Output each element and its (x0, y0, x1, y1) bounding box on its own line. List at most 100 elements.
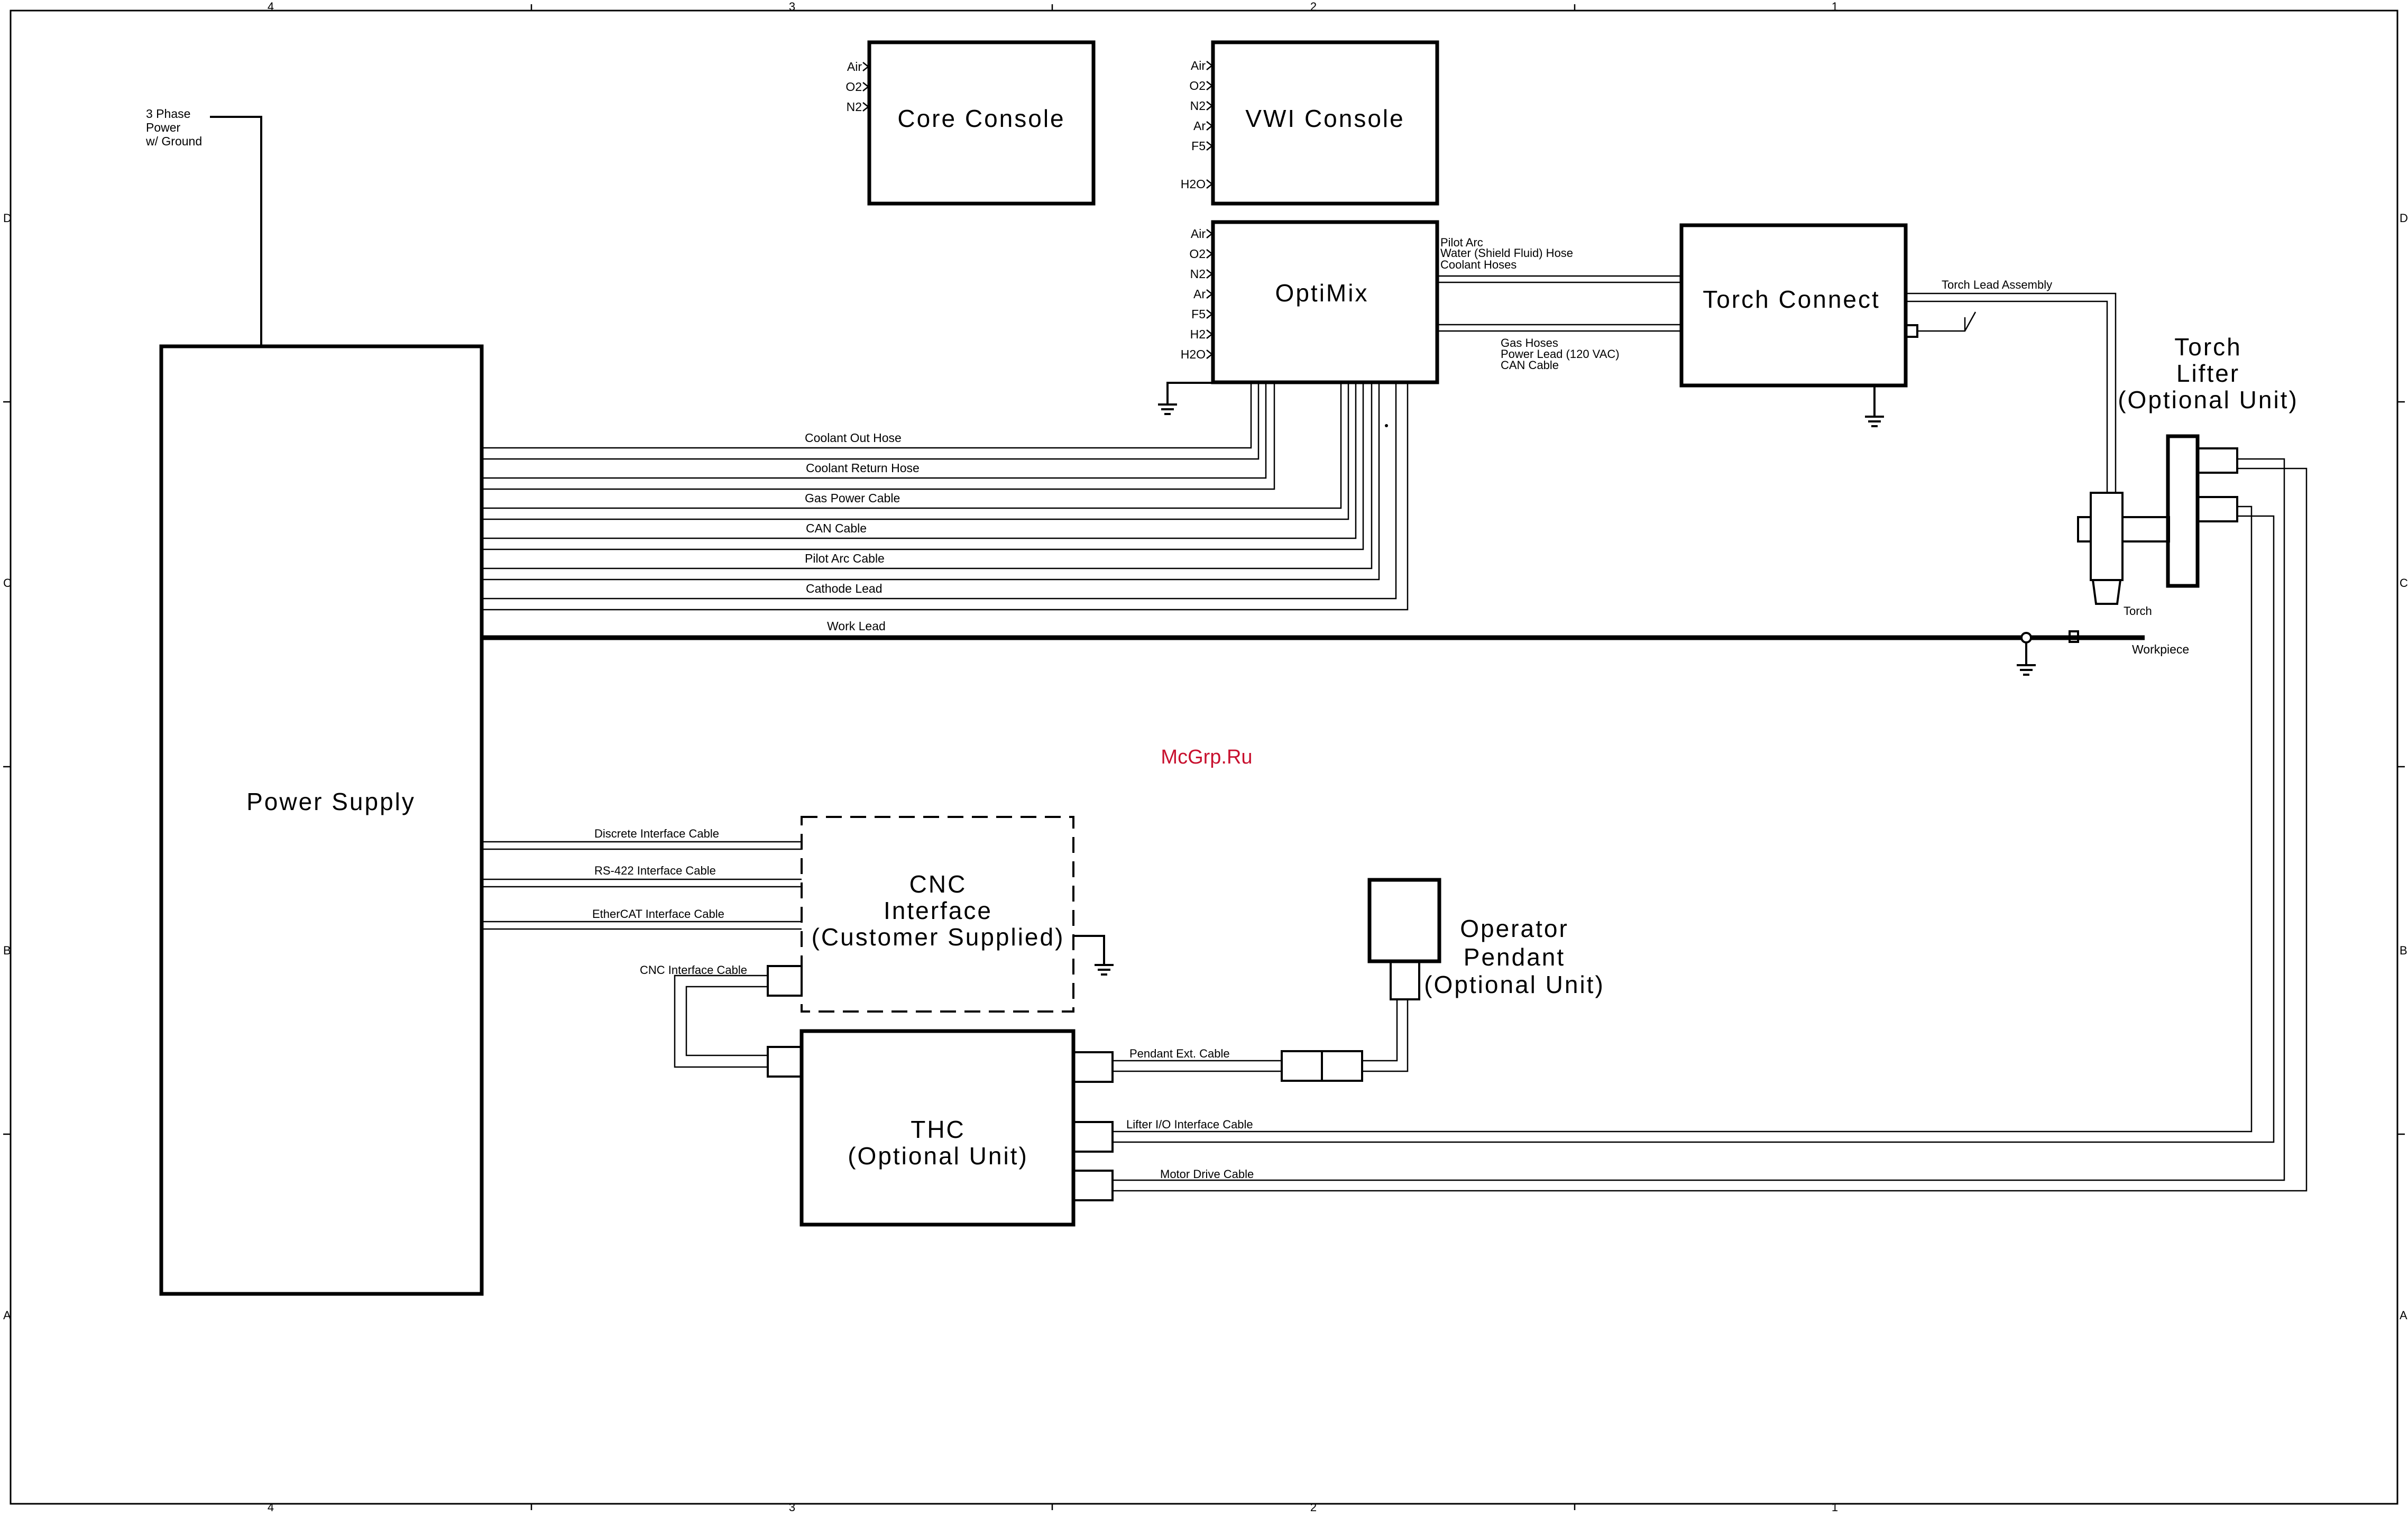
zone-col-4-bottom: 4 (268, 1501, 274, 1514)
zone-col-1-top: 1 (1832, 0, 1838, 13)
gas-input-label: Ar (1193, 119, 1206, 133)
cnc-interface-label-2: Interface (884, 897, 992, 924)
torch-lifter-label-3: (Optional Unit) (2118, 386, 2299, 413)
torch-connect-can-cable-label: CAN Cable (1501, 358, 1559, 372)
optimix-to-torch-connect-hoses (1437, 275, 1681, 332)
vwi-console-block (1211, 40, 1439, 206)
gas-input-arrow-icon (1206, 229, 1214, 238)
gas-input-arrow-icon (862, 62, 870, 71)
thc-pendant-port (1072, 1051, 1114, 1083)
power-to-optimix-bundle (482, 382, 1409, 611)
gas-input-label: Air (1191, 59, 1206, 72)
operator-pendant-label-1: Operator (1460, 915, 1569, 942)
zone-col-2-bottom: 2 (1310, 1501, 1317, 1514)
coolant-hoses-label: Coolant Hoses (1440, 258, 1517, 271)
thc-lifter-io-port (1072, 1121, 1114, 1153)
cnc-ground-wire (1073, 935, 1105, 965)
pendant-ext-cable (1113, 999, 1409, 1082)
torch-lifter-label-2: Lifter (2176, 360, 2240, 387)
motor-drive-cable-label: Motor Drive Cable (1160, 1167, 1254, 1181)
gas-input-label: N2 (1190, 99, 1206, 113)
gas-power-cable-label: Gas Power Cable (805, 491, 900, 505)
gas-input-arrow-icon (1206, 350, 1214, 359)
lifter-io-interface-cable (1113, 505, 2275, 1143)
work-lead-ground-icon (2017, 664, 2036, 676)
vwi-console-label: VWI Console (1245, 105, 1404, 132)
cnc-to-thc-port-thc (767, 1046, 803, 1078)
gas-input-label: Ar (1193, 287, 1206, 301)
work-lead-label: Work Lead (827, 619, 886, 633)
zone-row-b-right: B (2400, 944, 2407, 957)
gas-input-arrow-icon (1206, 101, 1214, 111)
torch-lifter-port-lower (2196, 496, 2238, 522)
coolant-out-hose-label: Coolant Out Hose (805, 431, 902, 445)
torch-connect-ground-icon (1865, 416, 1884, 427)
operator-pendant-label-2: Pendant (1464, 943, 1565, 971)
cnc-interface-label-1: CNC (909, 870, 967, 898)
gas-input-label: N2 (1190, 267, 1206, 281)
zone-row-d-left: D (3, 212, 12, 225)
power-supply-block (159, 344, 484, 1296)
gas-input-label: F5 (1191, 307, 1206, 321)
zone-col-1-bottom: 1 (1832, 1501, 1838, 1514)
torch-label: Torch (2124, 604, 2152, 618)
lifter-io-interface-cable-label: Lifter I/O Interface Cable (1126, 1118, 1253, 1131)
zone-row-c-right: C (2400, 576, 2408, 590)
gas-input-arrow-icon (1206, 309, 1214, 319)
core-console-block (867, 40, 1096, 206)
torch-lead-assembly-cable (1906, 292, 2117, 493)
power-input-label-1: 3 Phase (146, 107, 190, 121)
optimix-block (1211, 220, 1439, 384)
optimix-ground-wire (1166, 382, 1213, 404)
torch-lead-assembly-label: Torch Lead Assembly (1942, 278, 2052, 291)
optimix-ground-icon (1158, 403, 1177, 415)
zone-row-c-left: C (3, 576, 12, 590)
gas-input-arrow-icon (1206, 329, 1214, 339)
torch-lifter-label-1: Torch (2174, 333, 2241, 361)
torch-lifter-block (2166, 434, 2200, 588)
power-to-cnc-cables (482, 841, 802, 930)
cnc-interface-label-3: (Customer Supplied) (812, 923, 1065, 951)
drawing-border (10, 10, 2398, 1505)
power-input-label-2: Power (146, 121, 181, 134)
gas-hoses-label: Gas Hoses (1501, 336, 1558, 350)
cnc-interface-block (801, 816, 1074, 1013)
thc-label-2: (Optional Unit) (848, 1142, 1028, 1170)
zone-col-4-top: 4 (268, 0, 274, 13)
gas-input-arrow-icon (1206, 179, 1214, 189)
gas-input-arrow-icon (1206, 269, 1214, 279)
core-console-label: Core Console (897, 105, 1065, 132)
torch-lifter-port-upper (2196, 447, 2238, 474)
gas-input-arrow-icon (1206, 141, 1214, 151)
thc-label-1: THC (911, 1116, 966, 1143)
zone-row-d-right: D (2400, 212, 2408, 225)
gas-input-label: F5 (1191, 139, 1206, 153)
power-input-line (210, 116, 262, 346)
gas-input-arrow-icon (1206, 289, 1214, 299)
can-cable-label: CAN Cable (806, 521, 867, 535)
torch-connect-label: Torch Connect (1703, 286, 1880, 313)
zone-col-3-top: 3 (789, 0, 795, 13)
zone-row-a-left: A (3, 1309, 11, 1322)
rs422-interface-cable-label: RS-422 Interface Cable (594, 864, 716, 877)
cathode-lead-label: Cathode Lead (806, 582, 883, 595)
cnc-ground-icon (1095, 964, 1114, 976)
motor-drive-cable (1113, 458, 2308, 1192)
gas-input-arrow-icon (862, 82, 870, 91)
discrete-interface-cable-label: Discrete Interface Cable (594, 827, 719, 840)
power-supply-label: Power Supply (246, 788, 416, 815)
workpiece-label: Workpiece (2132, 642, 2189, 656)
gas-input-arrow-icon (862, 102, 870, 112)
cnc-interface-cable-label: CNC Interface Cable (640, 963, 747, 977)
ethercat-interface-cable-label: EtherCAT Interface Cable (592, 907, 724, 921)
torch-icon (2077, 492, 2170, 605)
gas-input-label: Air (1191, 227, 1206, 241)
gas-input-arrow-icon (1206, 81, 1214, 90)
gas-input-label: H2O (1181, 347, 1206, 361)
zone-row-b-left: B (3, 944, 11, 957)
pilot-arc-cable-label: Pilot Arc Cable (805, 551, 885, 565)
power-input-label-3: w/ Ground (145, 134, 202, 148)
gas-input-label: O2 (1189, 79, 1206, 93)
